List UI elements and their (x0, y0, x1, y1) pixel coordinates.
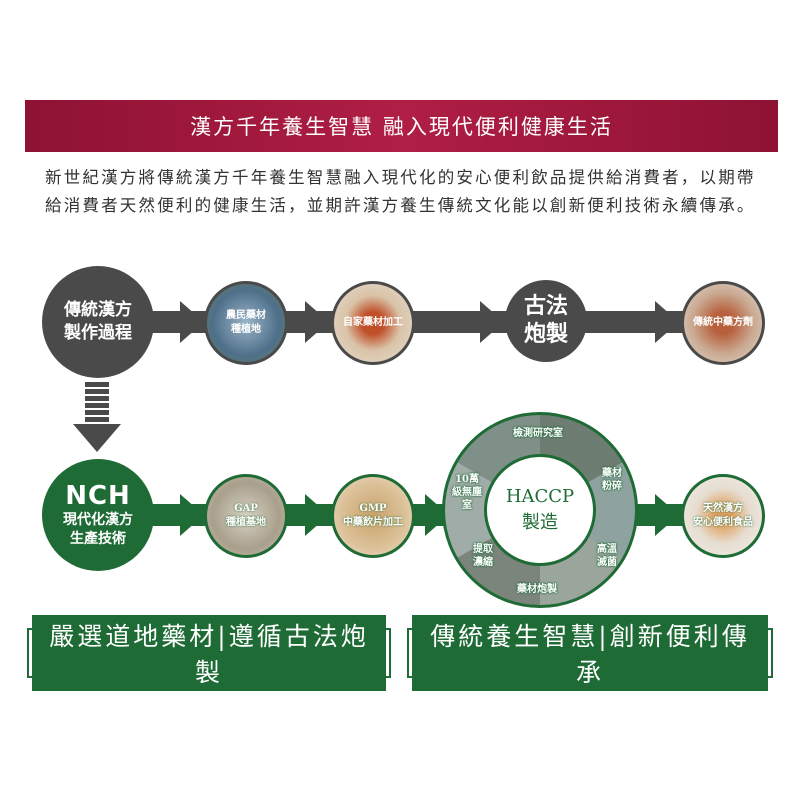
banner-title: 漢方千年養生智慧 融入現代便利健康生活 (190, 115, 613, 139)
modern-title: 現代化漢方 (63, 512, 133, 528)
step-label: 安心便利食品 (693, 517, 753, 528)
slogan-box: 傳統養生智慧|創新便利傳承 (407, 615, 773, 691)
step-label: 種植基地 (226, 517, 266, 528)
step-label: 中藥飲片加工 (343, 517, 403, 528)
step-label: GMP (359, 503, 387, 514)
step-product-photo: 天然漢方安心便利食品 (681, 474, 765, 558)
traditional-title: 製作過程 (64, 323, 132, 343)
haccp-ring: 檢測研究室 藥材粉碎 高溫滅菌 藥材炮製 提取濃縮 10萬級無塵室 HACCP 製… (442, 412, 638, 608)
slogan-box: 嚴選道地藥材|遵循古法炮製 (27, 615, 391, 691)
step-label: 古法 (523, 294, 568, 319)
ring-segment-label: 藥材粉碎 (602, 468, 622, 492)
modern-title: 生產技術 (70, 531, 126, 547)
ring-segment-label: 藥材炮製 (517, 584, 557, 595)
step-label: GAP (234, 503, 258, 514)
step-label: 農民藥材種植地 (226, 310, 266, 335)
banner: 漢方千年養生智慧 融入現代便利健康生活 (25, 100, 778, 152)
step-gap-photo: GAP 種植基地 (204, 474, 288, 558)
intro-paragraph: 新世紀漢方將傳統漢方千年養生智慧融入現代化的安心便利飲品提供給消費者，以期帶給消… (45, 168, 756, 215)
step-processing-photo: 自家藥材加工 (331, 281, 415, 365)
traditional-title: 傳統漢方 (64, 300, 132, 320)
arrow-icon (180, 301, 204, 343)
arrow-icon (480, 301, 504, 343)
arrow-icon (305, 301, 329, 343)
arrow-icon (655, 494, 679, 536)
slogan-text: 嚴選道地藥材|遵循古法炮製 (32, 615, 386, 691)
modern-process-circle: NCH 現代化漢方生產技術 (42, 459, 154, 571)
down-arrow-shaft (85, 382, 109, 424)
ring-segment-label: 檢測研究室 (513, 428, 563, 439)
down-arrow-icon (73, 424, 121, 452)
step-label: 炮製 (523, 322, 568, 347)
arrow-icon (655, 301, 679, 343)
step-label: 天然漢方 (703, 503, 743, 514)
haccp-center: HACCP 製造 (484, 454, 596, 566)
arrow-icon (180, 494, 204, 536)
ancient-method-circle: 古法炮製 (505, 280, 587, 362)
arrow-icon (305, 494, 329, 536)
haccp-label: HACCP (505, 486, 575, 507)
step-farm-photo: 農民藥材種植地 (204, 281, 288, 365)
step-gmp-photo: GMP 中藥飲片加工 (331, 474, 415, 558)
traditional-process-circle: 傳統漢方製作過程 (42, 266, 154, 378)
step-formula-photo: 傳統中藥方劑 (681, 281, 765, 365)
slogan-text: 傳統養生智慧|創新便利傳承 (412, 615, 768, 691)
ring-segment-label: 10萬級無塵室 (452, 474, 482, 511)
haccp-label: 製造 (522, 512, 558, 533)
ring-segment-label: 高溫滅菌 (597, 544, 617, 568)
step-label: 自家藥材加工 (343, 317, 403, 328)
nch-logo: NCH (65, 481, 131, 511)
ring-segment-label: 提取濃縮 (473, 544, 493, 568)
step-label: 傳統中藥方劑 (693, 317, 753, 328)
